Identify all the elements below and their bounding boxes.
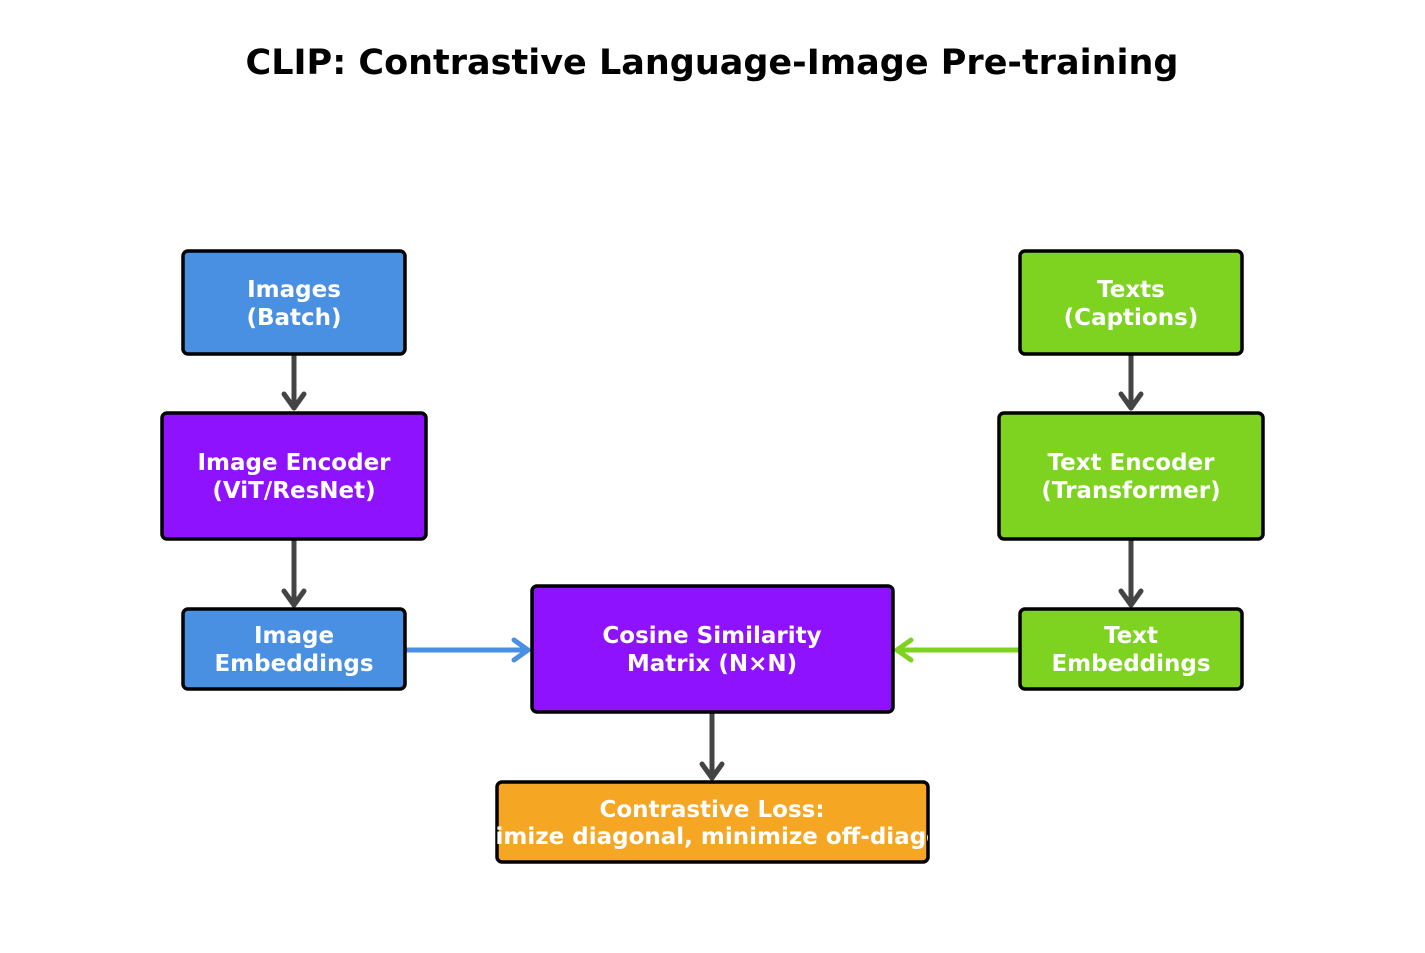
node-texts-label-1: Texts xyxy=(1097,277,1165,303)
node-similarity-matrix-label-2: Matrix (N×N) xyxy=(627,651,797,677)
node-image-encoder: Image Encoder (ViT/ResNet) xyxy=(160,411,428,541)
arrow-similarity-to-loss xyxy=(699,708,725,781)
node-text-encoder-label-2: (Transformer) xyxy=(1041,478,1220,504)
node-image-encoder-label-1: Image Encoder xyxy=(197,450,391,476)
node-images-box xyxy=(181,249,407,356)
node-images-label-2: (Batch) xyxy=(246,305,341,331)
arrow-image-encoder-to-image-embeddings xyxy=(281,535,307,608)
arrow-texts-to-text-encoder xyxy=(1118,349,1144,411)
arrow-text-embeddings-to-similarity xyxy=(894,637,1023,663)
node-text-embeddings-box xyxy=(1018,607,1244,691)
node-image-encoder-box xyxy=(160,411,428,541)
arrow-image-embeddings-to-similarity xyxy=(402,637,531,663)
arrow-text-encoder-to-text-embeddings xyxy=(1118,535,1144,608)
node-text-encoder: Text Encoder (Transformer) xyxy=(997,411,1265,541)
node-contrastive-loss-box xyxy=(495,780,930,864)
node-image-embeddings-box xyxy=(181,607,407,691)
node-text-embeddings: Text Embeddings xyxy=(1018,607,1244,691)
node-text-encoder-label-1: Text Encoder xyxy=(1048,450,1216,476)
node-image-encoder-label-2: (ViT/ResNet) xyxy=(212,478,375,504)
node-similarity-matrix: Cosine Similarity Matrix (N×N) xyxy=(530,584,895,714)
arrows xyxy=(281,349,1144,781)
node-texts-label-2: (Captions) xyxy=(1064,305,1199,331)
node-contrastive-loss: Contrastive Loss: Maximize diagonal, min… xyxy=(442,780,981,864)
node-text-encoder-box xyxy=(997,411,1265,541)
arrow-images-to-image-encoder xyxy=(281,349,307,411)
node-text-embeddings-label-1: Text xyxy=(1104,623,1158,649)
node-text-embeddings-label-2: Embeddings xyxy=(1051,651,1210,677)
node-image-embeddings: Image Embeddings xyxy=(181,607,407,691)
node-image-embeddings-label-1: Image xyxy=(254,623,334,649)
node-similarity-matrix-label-1: Cosine Similarity xyxy=(602,623,821,649)
diagram-title: CLIP: Contrastive Language-Image Pre-tra… xyxy=(246,43,1179,83)
node-contrastive-loss-label-1: Contrastive Loss: xyxy=(599,797,824,823)
node-texts-box xyxy=(1018,249,1244,356)
node-images-label-1: Images xyxy=(247,277,341,303)
node-contrastive-loss-label-2: Maximize diagonal, minimize off-diagonal xyxy=(442,824,981,850)
node-images: Images (Batch) xyxy=(181,249,407,356)
node-image-embeddings-label-2: Embeddings xyxy=(214,651,373,677)
node-similarity-matrix-box xyxy=(530,584,895,714)
node-texts: Texts (Captions) xyxy=(1018,249,1244,356)
